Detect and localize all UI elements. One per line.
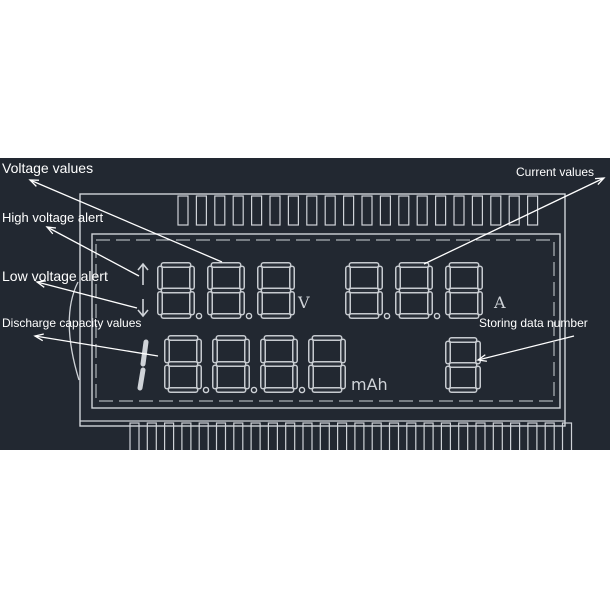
- bottom-pin: [250, 422, 261, 450]
- voltage-values-arrow-head: [28, 179, 40, 187]
- bottom-pin: [267, 422, 278, 450]
- bottom-pin: [354, 422, 365, 450]
- current-digit: [345, 262, 391, 320]
- voltage-digit: [157, 262, 203, 320]
- high-voltage-arrow: [46, 226, 140, 277]
- capacity-leading-one: [137, 367, 146, 391]
- high-voltage-arrow-head: [45, 226, 57, 235]
- voltage-values-label: Voltage values: [2, 160, 94, 176]
- discharge-capacity-arrow-head: [33, 333, 44, 342]
- bottom-pin: [527, 422, 538, 450]
- bottom-pin: [440, 422, 451, 450]
- top-pin: [379, 195, 391, 226]
- top-pin: [453, 195, 465, 226]
- top-pin: [214, 195, 226, 226]
- storing-data-arrow-head: [476, 354, 488, 362]
- top-pin: [269, 195, 281, 226]
- capacity-unit: mAh: [351, 375, 388, 394]
- top-pin: [287, 195, 299, 226]
- bottom-pin: [215, 422, 227, 450]
- discharge-capacity-values-label: Discharge capacity values: [2, 316, 142, 330]
- top-pin: [195, 195, 207, 226]
- capacity-digit: [212, 335, 258, 394]
- top-pin: [398, 195, 410, 226]
- high-voltage-alert-label: High voltage alert: [2, 210, 104, 225]
- low-voltage-arrow-head: [35, 280, 47, 288]
- top-pin: [251, 195, 263, 226]
- top-pin: [343, 195, 355, 226]
- top-pin: [416, 195, 428, 226]
- left-bracket: [68, 281, 80, 381]
- low-voltage-arrow: [36, 281, 138, 309]
- inner-frame: [91, 233, 561, 409]
- bottom-pin: [146, 422, 157, 450]
- bottom-pin: [423, 422, 434, 450]
- top-pin: [471, 195, 483, 226]
- bottom-pin: [544, 422, 555, 450]
- current-unit: A: [493, 293, 506, 312]
- top-pin: [435, 195, 447, 226]
- top-pin: [324, 195, 336, 226]
- top-pin: [177, 195, 189, 226]
- current-digit: [445, 262, 483, 319]
- top-pin: [526, 195, 539, 226]
- bottom-pin: [458, 422, 469, 450]
- capacity-digit: [260, 335, 306, 394]
- current-values-label: Current values: [516, 165, 595, 179]
- voltage-digit: [207, 262, 253, 320]
- bottom-pin: [233, 422, 244, 450]
- bottom-pin: [337, 422, 348, 450]
- current-digit: [395, 262, 441, 320]
- top-pin: [490, 195, 502, 226]
- bottom-pin: [561, 422, 573, 450]
- current-values-arrow-head: [594, 177, 606, 186]
- bottom-pin: [129, 422, 140, 450]
- bottom-pin: [302, 422, 313, 450]
- bottom-pin: [181, 422, 192, 450]
- current-values-arrow: [423, 177, 605, 265]
- bottom-pin: [492, 422, 503, 450]
- dashed-frame: [95, 239, 555, 402]
- voltage-digit: [257, 262, 295, 319]
- low-voltage-alert-label: Low voltage alert: [2, 268, 108, 284]
- bottom-pin: [388, 422, 400, 450]
- capacity-digit: [308, 335, 346, 393]
- capacity-leading-one: [140, 339, 149, 367]
- down-arrow-icon: [137, 299, 149, 318]
- voltage-unit: V: [297, 293, 310, 312]
- top-pin: [306, 195, 318, 226]
- top-pin: [508, 195, 520, 226]
- bottom-pin: [475, 422, 486, 450]
- bottom-pin: [371, 422, 382, 450]
- bottom-pin: [510, 422, 521, 450]
- top-pin: [232, 195, 244, 226]
- bottom-pin: [164, 422, 175, 450]
- up-arrow-icon: [137, 262, 149, 285]
- storing-data-number-label: Storing data number: [479, 316, 588, 330]
- bottom-pin: [285, 422, 296, 450]
- voltage-values-arrow: [29, 179, 223, 263]
- bottom-pin: [198, 422, 209, 450]
- bottom-pin: [406, 422, 417, 450]
- storing-data-arrow: [477, 335, 575, 361]
- outer-frame: [79, 193, 566, 427]
- top-pin: [361, 195, 373, 226]
- discharge-capacity-arrow: [34, 335, 159, 357]
- capacity-digit: [164, 335, 210, 394]
- storage-digit: [445, 337, 481, 393]
- bottom-pin: [319, 422, 330, 450]
